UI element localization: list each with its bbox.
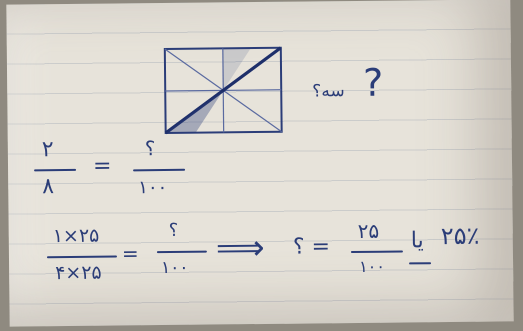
eq2-lhs-bar (46, 255, 117, 259)
eq2-rhs-bar (156, 250, 207, 254)
eq1-equals: = (92, 153, 113, 179)
eq2-rhs-numerator: ؟ (168, 219, 179, 241)
eq1-lhs-bar (34, 168, 77, 172)
result-numerator: ۲۵ (357, 218, 380, 243)
question-mark: ? (362, 60, 385, 105)
result-lhs: ؟ = (292, 234, 331, 260)
eq2-lhs-numerator: ۱×۲۵ (52, 224, 100, 248)
eq2-lhs-denominator: ۴×۲۵ (55, 261, 102, 285)
connector-word: یا (410, 228, 424, 254)
equation-1: ۲ ۸ = ؟ ۱۰۰ (6, 0, 510, 199)
question-marker: سه؟ (312, 81, 345, 102)
eq1-lhs-numerator: ۲ (41, 137, 54, 163)
eq2-equals: = (121, 241, 140, 266)
result-denominator: ۱۰۰ (358, 256, 385, 276)
eq1-rhs-denominator: ۱۰۰ (138, 176, 168, 199)
result-bar (350, 250, 403, 254)
connector-underline (409, 262, 432, 265)
eq1-lhs-denominator: ۸ (42, 174, 55, 200)
equation-2: ۱×۲۵ ۴×۲۵ = ؟ ۱۰۰ ⟹ ؟ = ۲۵ ۱۰۰ یا ۲۵٪ (6, 0, 510, 284)
divided-square-diagram (163, 46, 283, 135)
implies-arrow: ⟹ (215, 227, 266, 269)
lined-paper: سه؟ ? ۲ ۸ = ؟ ۱۰۰ ۱×۲۵ ۴×۲۵ = ؟ ۱۰۰ ⟹ ؟ … (6, 0, 514, 327)
eq1-rhs-numerator: ؟ (144, 136, 156, 161)
eq1-rhs-bar (133, 168, 186, 172)
percent-answer: ۲۵٪ (440, 221, 480, 251)
eq2-rhs-denominator: ۱۰۰ (160, 257, 189, 279)
